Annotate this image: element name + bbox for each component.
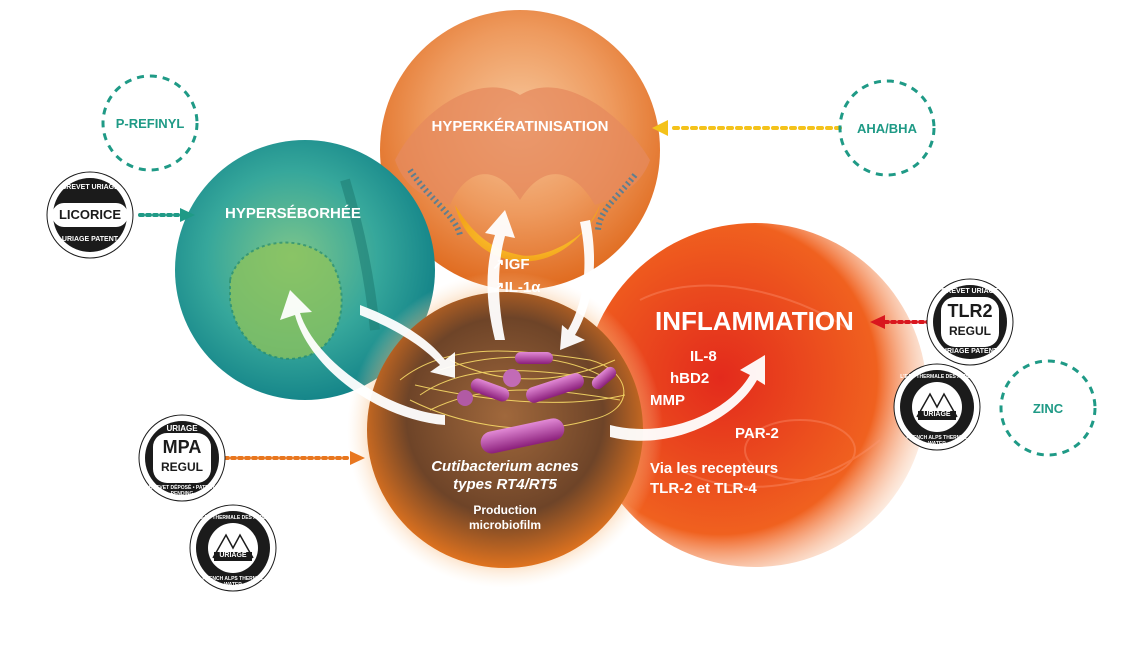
mpa-badge-bottom: BREVET DÉPOSÉ • PATENT PENDING: [148, 485, 216, 497]
bacteria-rods: [457, 352, 617, 454]
thermal-badge-right: [893, 363, 981, 451]
mpa-badge: [138, 414, 226, 502]
arrow-core-to-sebum: [280, 290, 445, 425]
p-refinyl-label: P-REFINYL: [115, 116, 185, 131]
thermal-right-top: L'EAU THERMALE DES ALPES: [900, 374, 974, 380]
inflammation-circle: [583, 223, 927, 567]
zinc-label: ZINC: [1032, 401, 1064, 416]
aha-bha-label: AHA/BHA: [857, 121, 917, 136]
keratin-mediator-il1: ↗IL-1α: [492, 279, 541, 296]
keratin-follicle: [395, 87, 650, 236]
tlr2-badge-main2: REGUL: [949, 324, 991, 338]
p-refinyl-circle: [101, 74, 199, 172]
arrow-sebum-to-core: [360, 305, 455, 378]
thermal-left-top: L'EAU THERMALE DES ALPES: [196, 515, 270, 521]
sebum-gland: [229, 241, 343, 360]
tlr2-badge-main1: TLR2: [947, 301, 993, 321]
tlr2-badge-top: BREVET URIAGE: [941, 288, 999, 295]
keratin-yellow-sebum: [455, 205, 600, 262]
inflammation-mediator-hbd2: hBD2: [670, 370, 710, 387]
mpa-badge-main1: MPA: [162, 437, 202, 457]
keratin-label: HYPERKÉRATINISATION: [431, 118, 609, 135]
inflammation-mediator-il8: IL-8: [690, 348, 717, 365]
zinc-circle: [999, 359, 1097, 457]
inflammation-mediator-mmp: MMP: [650, 392, 685, 409]
thermal-badge-left: [189, 504, 277, 592]
arrows-white: [280, 210, 765, 441]
bacteria-name: Cutibacterium acnes: [431, 458, 579, 475]
keratin-mediator-igf: ↗IGF: [492, 256, 530, 273]
thermal-right-bottom: FRENCH ALPS THERMAL WATER: [906, 435, 968, 447]
mpa-badge-main2: REGUL: [161, 460, 203, 474]
licorice-badge-top: BREVET URIAGE: [61, 184, 119, 191]
par2-label: PAR-2: [735, 425, 779, 442]
tlr2-badge-bottom: URIAGE PATENT: [941, 348, 999, 355]
licorice-badge-bottom: URIAGE PATENT: [61, 236, 119, 243]
receptors-line1: Via les recepteurs: [650, 460, 779, 477]
tlr2-badge: [926, 278, 1014, 366]
thermal-left-brand: URIAGE: [219, 552, 247, 559]
arrow-core-to-keratin: [485, 210, 515, 340]
bacteria-types: types RT4/RT5: [453, 476, 557, 493]
arrow-core-to-inflammation: [610, 355, 765, 441]
aha-bha-circle: [838, 79, 936, 177]
licorice-badge-main: LICORICE: [58, 207, 122, 222]
thermal-right-brand: URIAGE: [923, 411, 951, 418]
biofilm-line2: microbiofilm: [468, 518, 541, 532]
receptors-line2: TLR-2 et TLR-4: [650, 480, 757, 497]
inflammation-label: INFLAMMATION: [655, 306, 854, 336]
mpa-badge-top: URIAGE: [166, 424, 198, 433]
sebum-label: HYPERSÉBORHÉE: [225, 205, 361, 222]
inflammation-texture: [639, 284, 881, 488]
dotted-arrows: [138, 120, 932, 465]
biofilm-line1: Production: [473, 503, 537, 517]
arrow-keratin-to-core: [560, 220, 595, 350]
thermal-left-bottom: FRENCH ALPS THERMAL WATER: [202, 576, 264, 588]
licorice-badge: [46, 171, 134, 259]
